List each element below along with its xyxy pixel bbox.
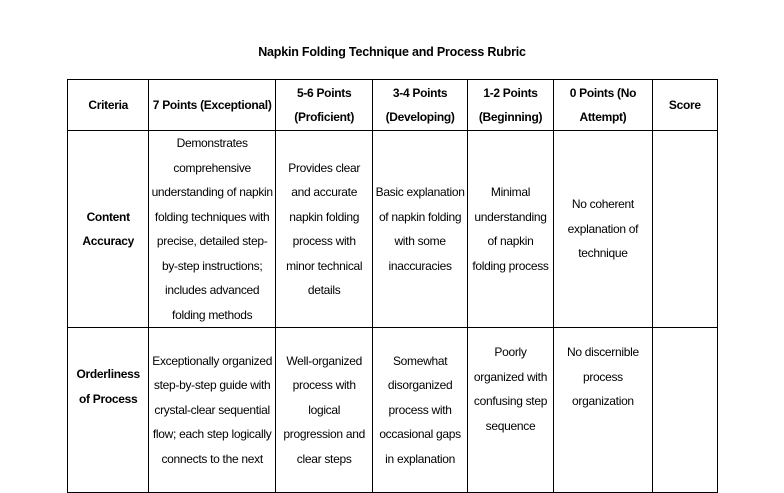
table-row: Orderliness of Process Exceptionally org…	[66, 327, 719, 493]
rubric-title: Napkin Folding Technique and Process Rub…	[258, 45, 526, 59]
criteria-cell: Content Accuracy	[66, 130, 150, 328]
header-row: Criteria 7 Points (Exceptional) 5-6 Poin…	[66, 79, 719, 131]
header-score: Score	[651, 79, 719, 131]
table-row: Content Accuracy Demonstrates comprehens…	[66, 130, 719, 328]
descriptor-cell-7: Exceptionally organized step-by-step gui…	[148, 327, 276, 493]
descriptor-cell-3-4: Basic explanation of napkin folding with…	[372, 130, 468, 328]
header-1-2-points: 1-2 Points (Beginning)	[466, 79, 555, 131]
descriptor-cell-5-6: Well-organized process with logical prog…	[274, 327, 374, 493]
criteria-cell: Orderliness of Process	[66, 327, 150, 493]
header-3-4-points: 3-4 Points (Developing)	[372, 79, 468, 131]
descriptor-cell-7: Demonstrates comprehensive understanding…	[148, 130, 276, 328]
descriptor-cell-1-2: Minimal understanding of napkin folding …	[466, 130, 555, 328]
header-7-points: 7 Points (Exceptional)	[148, 79, 276, 131]
header-0-points: 0 Points (No Attempt)	[553, 79, 653, 131]
descriptor-cell-5-6: Provides clear and accurate napkin foldi…	[274, 130, 374, 328]
score-cell	[651, 130, 719, 328]
header-criteria: Criteria	[66, 79, 150, 131]
header-5-6-points: 5-6 Points (Proficient)	[274, 79, 374, 131]
rubric-table: Criteria 7 Points (Exceptional) 5-6 Poin…	[66, 79, 719, 493]
score-cell	[651, 327, 719, 493]
descriptor-cell-3-4: Somewhat disorganized process with occas…	[372, 327, 468, 493]
descriptor-cell-0: No discernible process organization	[553, 327, 653, 493]
descriptor-cell-1-2: Poorly organized with confusing step seq…	[466, 327, 555, 493]
descriptor-cell-0: No coherent explanation of technique	[553, 130, 653, 328]
